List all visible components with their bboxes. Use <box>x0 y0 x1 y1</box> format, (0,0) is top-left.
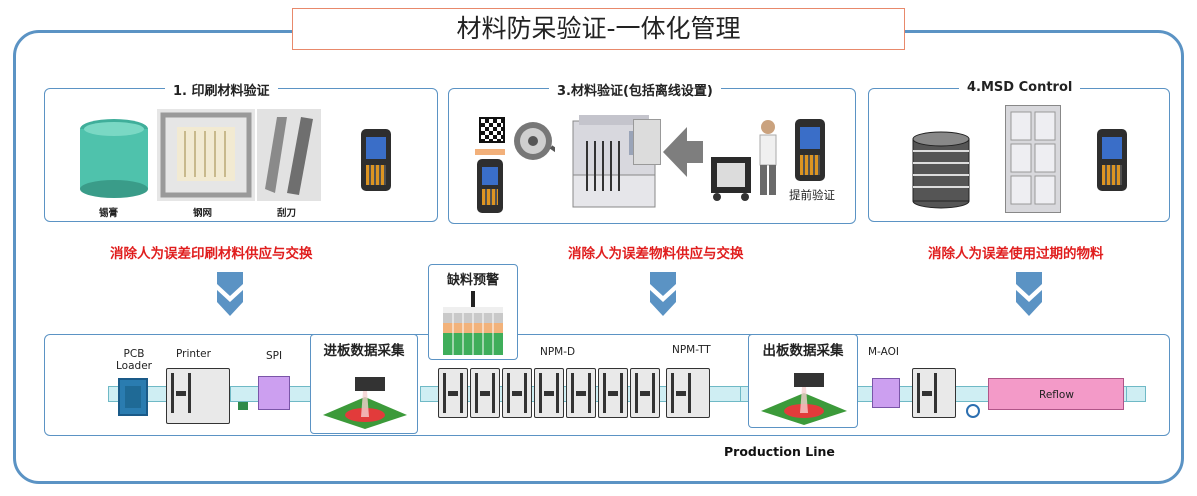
shortage-alarm-box: 缺料预警 <box>428 264 518 360</box>
npm-d-module-3 <box>502 368 532 418</box>
reflow-oven: Reflow <box>988 378 1124 410</box>
handheld-scanner-msd <box>1097 129 1127 191</box>
npm-tt-module <box>666 368 710 418</box>
printer-module <box>166 368 230 424</box>
label-m-aoi: M-AOI <box>868 346 899 358</box>
npm-d-module-7 <box>630 368 660 418</box>
label-printer: Printer <box>176 348 211 360</box>
handheld-scanner-right <box>795 119 825 181</box>
note-msd: 消除人为误差使用过期的物料 <box>928 246 1104 262</box>
panel-print-material: 1. 印刷材料验证 锡膏 钢网 刮刀 <box>44 80 438 222</box>
spi-machine <box>258 376 290 410</box>
npm-d-module-4 <box>534 368 564 418</box>
production-line-caption: Production Line <box>724 444 835 459</box>
panel-msd-control: 4.MSD Control <box>868 80 1170 222</box>
feeder-cart-image <box>707 151 755 205</box>
note-print: 消除人为误差印刷材料供应与交换 <box>110 246 313 262</box>
production-line-box <box>44 334 1170 436</box>
in-board-collect-title: 进板数据采集 <box>323 343 405 359</box>
handheld-scanner-small <box>477 159 503 213</box>
panel-material-title: 3.材料验证(包括离线设置) <box>549 80 721 99</box>
left-arrow-icon <box>663 127 703 181</box>
m-aoi-machine <box>872 378 900 408</box>
reel-stack-image <box>911 129 971 213</box>
npm-d-module-1 <box>438 368 468 418</box>
down-arrow-icon-2 <box>650 272 676 316</box>
handheld-scanner-image <box>361 129 391 191</box>
reel-icon <box>511 119 571 167</box>
out-board-collect-box: 出板数据采集 <box>748 334 858 428</box>
in-board-collect-box: 进板数据采集 <box>310 334 418 434</box>
panel-material-verify: 3.材料验证(包括离线设置) 提前验证 <box>448 80 856 224</box>
m-aoi-module <box>912 368 956 418</box>
npm-d-module-6 <box>598 368 628 418</box>
stencil-image <box>157 109 255 201</box>
label-squeegee: 刮刀 <box>277 208 297 219</box>
blue-fan-icon <box>966 404 980 418</box>
out-board-scanner-image <box>757 365 851 425</box>
npm-d-module-2 <box>470 368 500 418</box>
label-stencil: 钢网 <box>193 208 213 219</box>
down-arrow-icon-3 <box>1016 272 1042 316</box>
npm-d-module-5 <box>566 368 596 418</box>
conveyor-6 <box>1126 386 1146 402</box>
note-material: 消除人为误差物料供应与交换 <box>568 246 744 262</box>
qr-code-icon <box>479 117 505 143</box>
out-board-collect-title: 出板数据采集 <box>762 343 844 359</box>
label-solder-paste: 锡膏 <box>99 208 119 219</box>
solder-paste-image <box>75 111 153 199</box>
shortage-title: 缺料预警 <box>446 273 499 288</box>
down-arrow-icon-1 <box>217 272 243 316</box>
label-npm-tt: NPM-TT <box>672 344 711 356</box>
squeegee-image <box>257 109 321 201</box>
label-npm-d: NPM-D <box>540 346 576 358</box>
label-reflow: Reflow <box>1039 389 1074 401</box>
pcb-loader-image <box>118 378 148 416</box>
dry-cabinet-image <box>1005 105 1061 213</box>
panel-msd-title: 4.MSD Control <box>959 80 1081 95</box>
label-spi: SPI <box>266 350 283 362</box>
page-title: 材料防呆验证-一体化管理 <box>292 8 905 50</box>
panel-print-title: 1. 印刷材料验证 <box>165 80 278 99</box>
label-pre-verify: 提前验证 <box>789 188 835 202</box>
machine-side-panel <box>633 119 661 165</box>
operator-image <box>751 119 785 203</box>
in-board-scanner-image <box>319 367 411 429</box>
orange-bar <box>475 149 505 155</box>
printer-green-tag <box>238 402 248 410</box>
label-pcb-loader: PCB Loader <box>116 348 152 372</box>
shortage-chart-image <box>443 291 503 355</box>
